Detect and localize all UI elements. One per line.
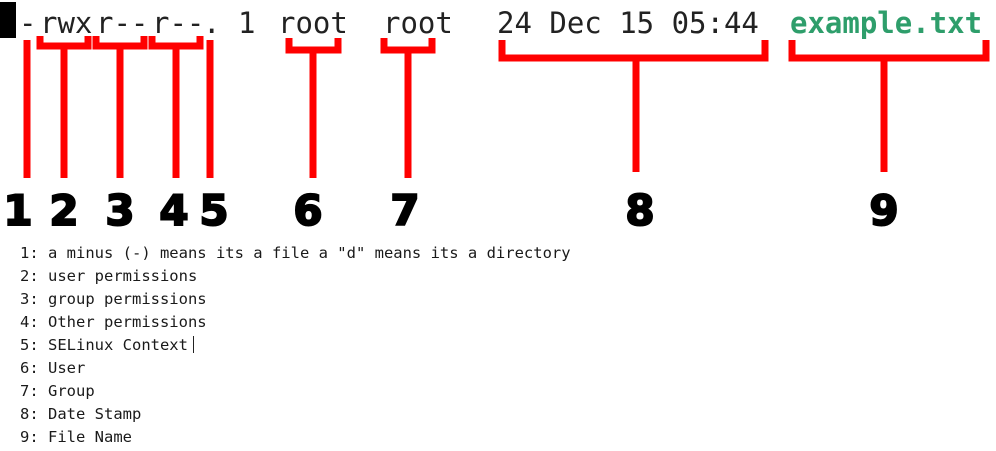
legend-item-9: 9: File Name bbox=[20, 428, 132, 446]
ls-filename: example.txt bbox=[790, 6, 982, 40]
callout-number-3: 3 bbox=[105, 186, 134, 235]
legend-item-8: 8: Date Stamp bbox=[20, 405, 142, 423]
callout-number-9: 9 bbox=[869, 186, 898, 235]
legend-item-2: 2: user permissions bbox=[20, 267, 198, 285]
marker-9-bracket bbox=[788, 40, 990, 62]
marker-8-bracket bbox=[498, 40, 769, 62]
legend-item-3: 3: group permissions bbox=[20, 290, 207, 308]
ls-group-perms: r-- bbox=[96, 6, 148, 40]
legend-list: 1: a minus (-) means its a file a "d" me… bbox=[20, 242, 571, 449]
callout-number-8: 8 bbox=[625, 186, 654, 235]
legend-item-7: 7: Group bbox=[20, 382, 95, 400]
callout-markers bbox=[23, 36, 990, 178]
ls-selinux-dot: . bbox=[203, 6, 220, 40]
ls-date: 24 Dec 15 05:44 bbox=[497, 6, 759, 40]
callout-number-5: 5 bbox=[199, 186, 228, 235]
terminal-cursor-block bbox=[0, 2, 16, 38]
ls-group: root bbox=[383, 6, 453, 40]
ls-type-char: - bbox=[19, 6, 36, 40]
callout-number-6: 6 bbox=[293, 186, 322, 235]
ls-user-perms: rwx bbox=[40, 6, 92, 40]
legend-item-1: 1: a minus (-) means its a file a "d" me… bbox=[20, 244, 571, 262]
legend-item-5: 5: SELinux Context bbox=[20, 334, 571, 357]
legend-item-4: 4: Other permissions bbox=[20, 313, 207, 331]
legend-item-6: 6: User bbox=[20, 359, 86, 377]
legend-item-5-text: 5: SELinux Context bbox=[20, 336, 188, 354]
callout-numbers: 1 2 3 4 5 6 7 8 9 bbox=[2, 185, 899, 236]
ls-owner: root bbox=[278, 6, 348, 40]
text-caret bbox=[192, 336, 195, 353]
callout-number-4: 4 bbox=[159, 186, 188, 235]
callout-number-7: 7 bbox=[390, 186, 419, 235]
ls-link-count: 1 bbox=[238, 6, 255, 40]
callout-number-2: 2 bbox=[49, 186, 78, 235]
callout-number-1: 1 bbox=[3, 186, 32, 235]
ls-other-perms: r-- bbox=[152, 6, 204, 40]
